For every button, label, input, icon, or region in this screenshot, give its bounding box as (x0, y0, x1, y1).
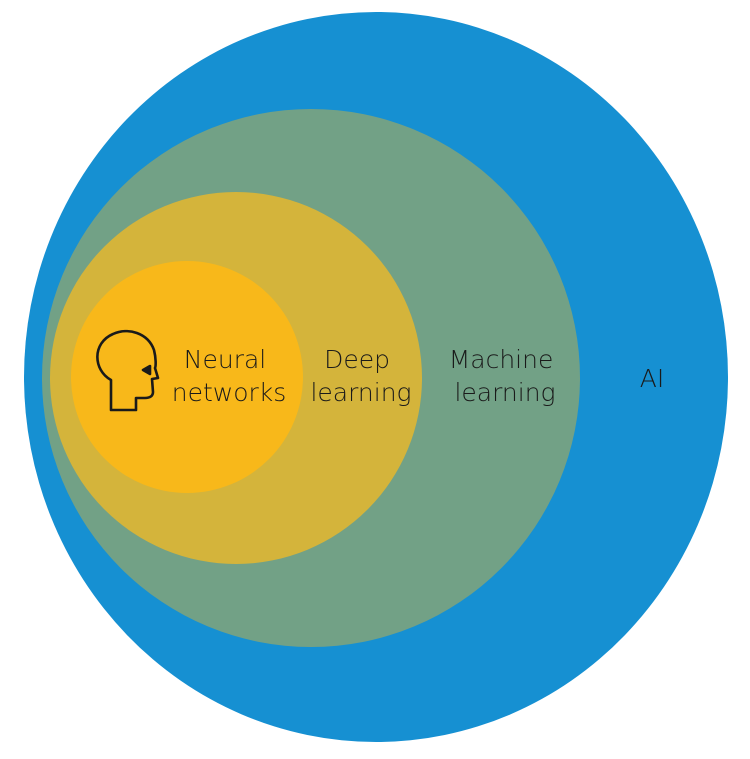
ai-label: AI (640, 364, 664, 393)
neural-networks-circle (71, 261, 303, 493)
deep-learning-label-line-1: Deep (324, 345, 390, 374)
human-head-icon (96, 329, 160, 412)
machine-learning-label-line-1: Machine (449, 345, 554, 374)
deep-learning-label-line-2: learning (310, 378, 411, 407)
machine-learning-label: Machine learning (449, 345, 562, 407)
machine-learning-label-line-2: learning (454, 378, 555, 407)
neural-networks-label-line-1: Neural (184, 345, 266, 374)
neural-networks-label: Neural networks (172, 345, 287, 407)
neural-networks-label-line-2: networks (172, 378, 287, 407)
deep-learning-label: Deep learning (310, 345, 411, 407)
